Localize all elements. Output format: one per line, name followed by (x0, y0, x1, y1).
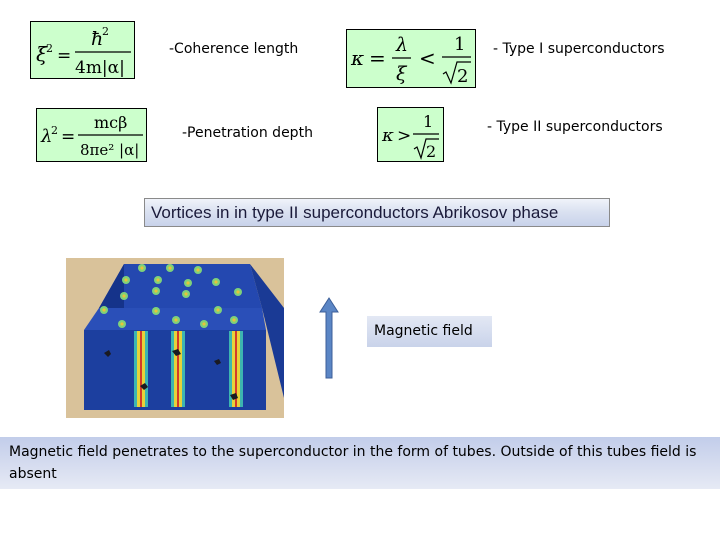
vortex-dots (100, 264, 242, 328)
explanation-text-box: Magnetic field penetrates to the superco… (0, 437, 720, 489)
type1-label: - Type I superconductors (493, 41, 665, 57)
type1-xi: ξ (396, 63, 408, 85)
type1-equation: κ = λ ξ < 1 2 (350, 34, 471, 87)
coherence-length-formula: ξ 2 = ħ 2 4m|α| (30, 21, 135, 79)
type2-sqrt-sign (413, 138, 439, 161)
vortex-dot (122, 276, 130, 284)
type2-label: - Type II superconductors (487, 119, 663, 135)
coherence-length-label: -Coherence length (169, 41, 299, 57)
defect-mark (230, 393, 238, 400)
type2-greater-than: > (397, 126, 411, 146)
type2-equation: κ > 1 2 (381, 112, 439, 161)
type1-kappa: κ (350, 46, 364, 70)
vortex-tube (134, 331, 148, 407)
penetration-denominator: 8πe² |α| (80, 141, 139, 159)
superconductor-block-drawing (84, 264, 284, 410)
penetration-depth-label: -Penetration depth (182, 125, 313, 141)
coherence-xi-exponent: 2 (46, 42, 53, 55)
type2-kappa: κ (381, 125, 394, 146)
vortex-lattice-illustration (66, 258, 284, 418)
type1-one: 1 (454, 34, 465, 55)
penetration-depth-equation: λ 2 = mcβ 8πe² |α| (40, 113, 143, 159)
coherence-xi-symbol: ξ (36, 42, 48, 66)
penetration-lambda: λ (40, 126, 52, 147)
vortex-dot (166, 264, 174, 272)
up-arrow-icon (319, 297, 339, 379)
defect-mark (140, 383, 148, 390)
vortex-dot (100, 306, 108, 314)
type2-formula: κ > 1 2 (377, 107, 444, 162)
vortex-dot (182, 290, 190, 298)
defect-mark (104, 350, 111, 357)
defect-mark (214, 359, 221, 365)
penetration-equals: = (61, 127, 75, 147)
coherence-hbar-exponent: 2 (102, 25, 109, 38)
vortex-dot (230, 316, 238, 324)
type2-sqrt-argument: 2 (426, 142, 436, 161)
type1-formula: κ = λ ξ < 1 2 (346, 29, 476, 88)
block-top-face (99, 264, 262, 308)
vortex-dot (234, 288, 242, 296)
vortex-dot (152, 287, 160, 295)
vortex-dot (138, 264, 146, 272)
vortex-dot (184, 279, 192, 287)
defect-mark (172, 349, 181, 356)
coherence-hbar: ħ (91, 28, 103, 50)
vortex-dot (212, 278, 220, 286)
penetration-lambda-exponent: 2 (51, 124, 58, 137)
vortex-dot (120, 292, 128, 300)
vortex-dot (118, 320, 126, 328)
type2-one: 1 (423, 112, 433, 131)
vortex-tube (229, 331, 243, 407)
type1-sqrt-argument: 2 (457, 66, 468, 87)
block-right-face (250, 264, 284, 398)
vortex-dot (154, 276, 162, 284)
penetration-numerator: mcβ (94, 113, 127, 132)
pinning-defects (104, 349, 238, 400)
vortex-tube (171, 331, 185, 407)
magnetic-field-label: Magnetic field (367, 316, 492, 347)
explanation-text: Magnetic field penetrates to the superco… (9, 444, 697, 482)
vortex-dot (200, 320, 208, 328)
type1-equals: = (369, 46, 386, 70)
coherence-length-equation: ξ 2 = ħ 2 4m|α| (36, 25, 131, 78)
vortex-dot (214, 306, 222, 314)
type1-less-than: < (419, 46, 436, 70)
vortex-dot (194, 266, 202, 274)
vortex-dot (172, 316, 180, 324)
type1-sqrt-sign (442, 61, 471, 85)
coherence-denominator: 4m|α| (75, 58, 125, 78)
penetration-depth-formula: λ 2 = mcβ 8πe² |α| (36, 108, 147, 162)
type1-lambda: λ (395, 34, 408, 56)
coherence-equals: = (57, 46, 71, 66)
vortex-dot (152, 307, 160, 315)
abrikosov-phase-banner: Vortices in in type II superconductors A… (144, 198, 610, 227)
